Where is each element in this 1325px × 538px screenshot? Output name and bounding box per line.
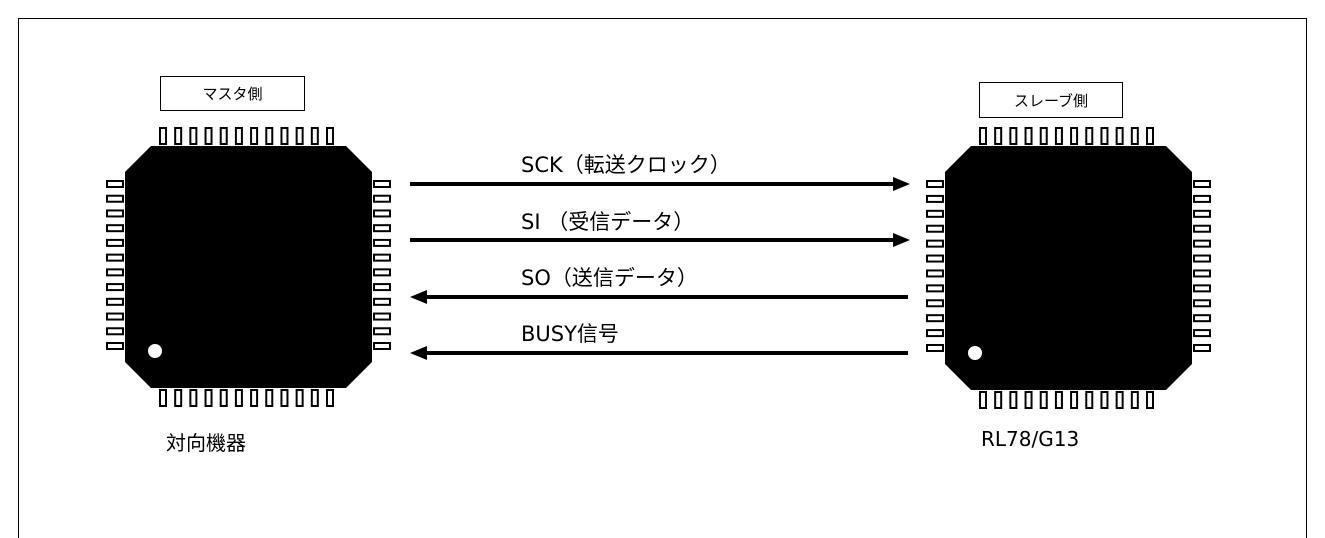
signal-arrow-busy — [410, 346, 908, 360]
pin1-marker — [968, 346, 982, 360]
master-chip — [106, 127, 391, 407]
master-chip-label: 対向機器 — [166, 431, 246, 455]
pin1-marker — [148, 344, 162, 358]
signal-arrow-sck — [410, 177, 910, 191]
signal-arrow-so — [410, 290, 908, 304]
signal-label-busy: BUSY信号 — [521, 322, 619, 346]
diagram-frame — [18, 18, 1307, 538]
chip-pins — [926, 127, 1211, 409]
diagram-canvas — [106, 127, 1211, 409]
chip-body — [945, 146, 1192, 390]
slave-chip — [926, 127, 1211, 409]
signal-label-sck: SCK（転送クロック） — [521, 153, 731, 177]
master-role-label: マスタ側 — [160, 76, 305, 111]
signal-arrow-si — [410, 233, 910, 247]
signal-label-si: SI （受信データ） — [521, 210, 695, 234]
slave-chip-label: RL78/G13 — [981, 427, 1080, 451]
chip-body — [125, 146, 372, 388]
chip-pins — [106, 127, 391, 407]
slave-role-label: スレーブ側 — [979, 82, 1123, 118]
signal-label-so: SO（送信データ） — [521, 266, 698, 290]
